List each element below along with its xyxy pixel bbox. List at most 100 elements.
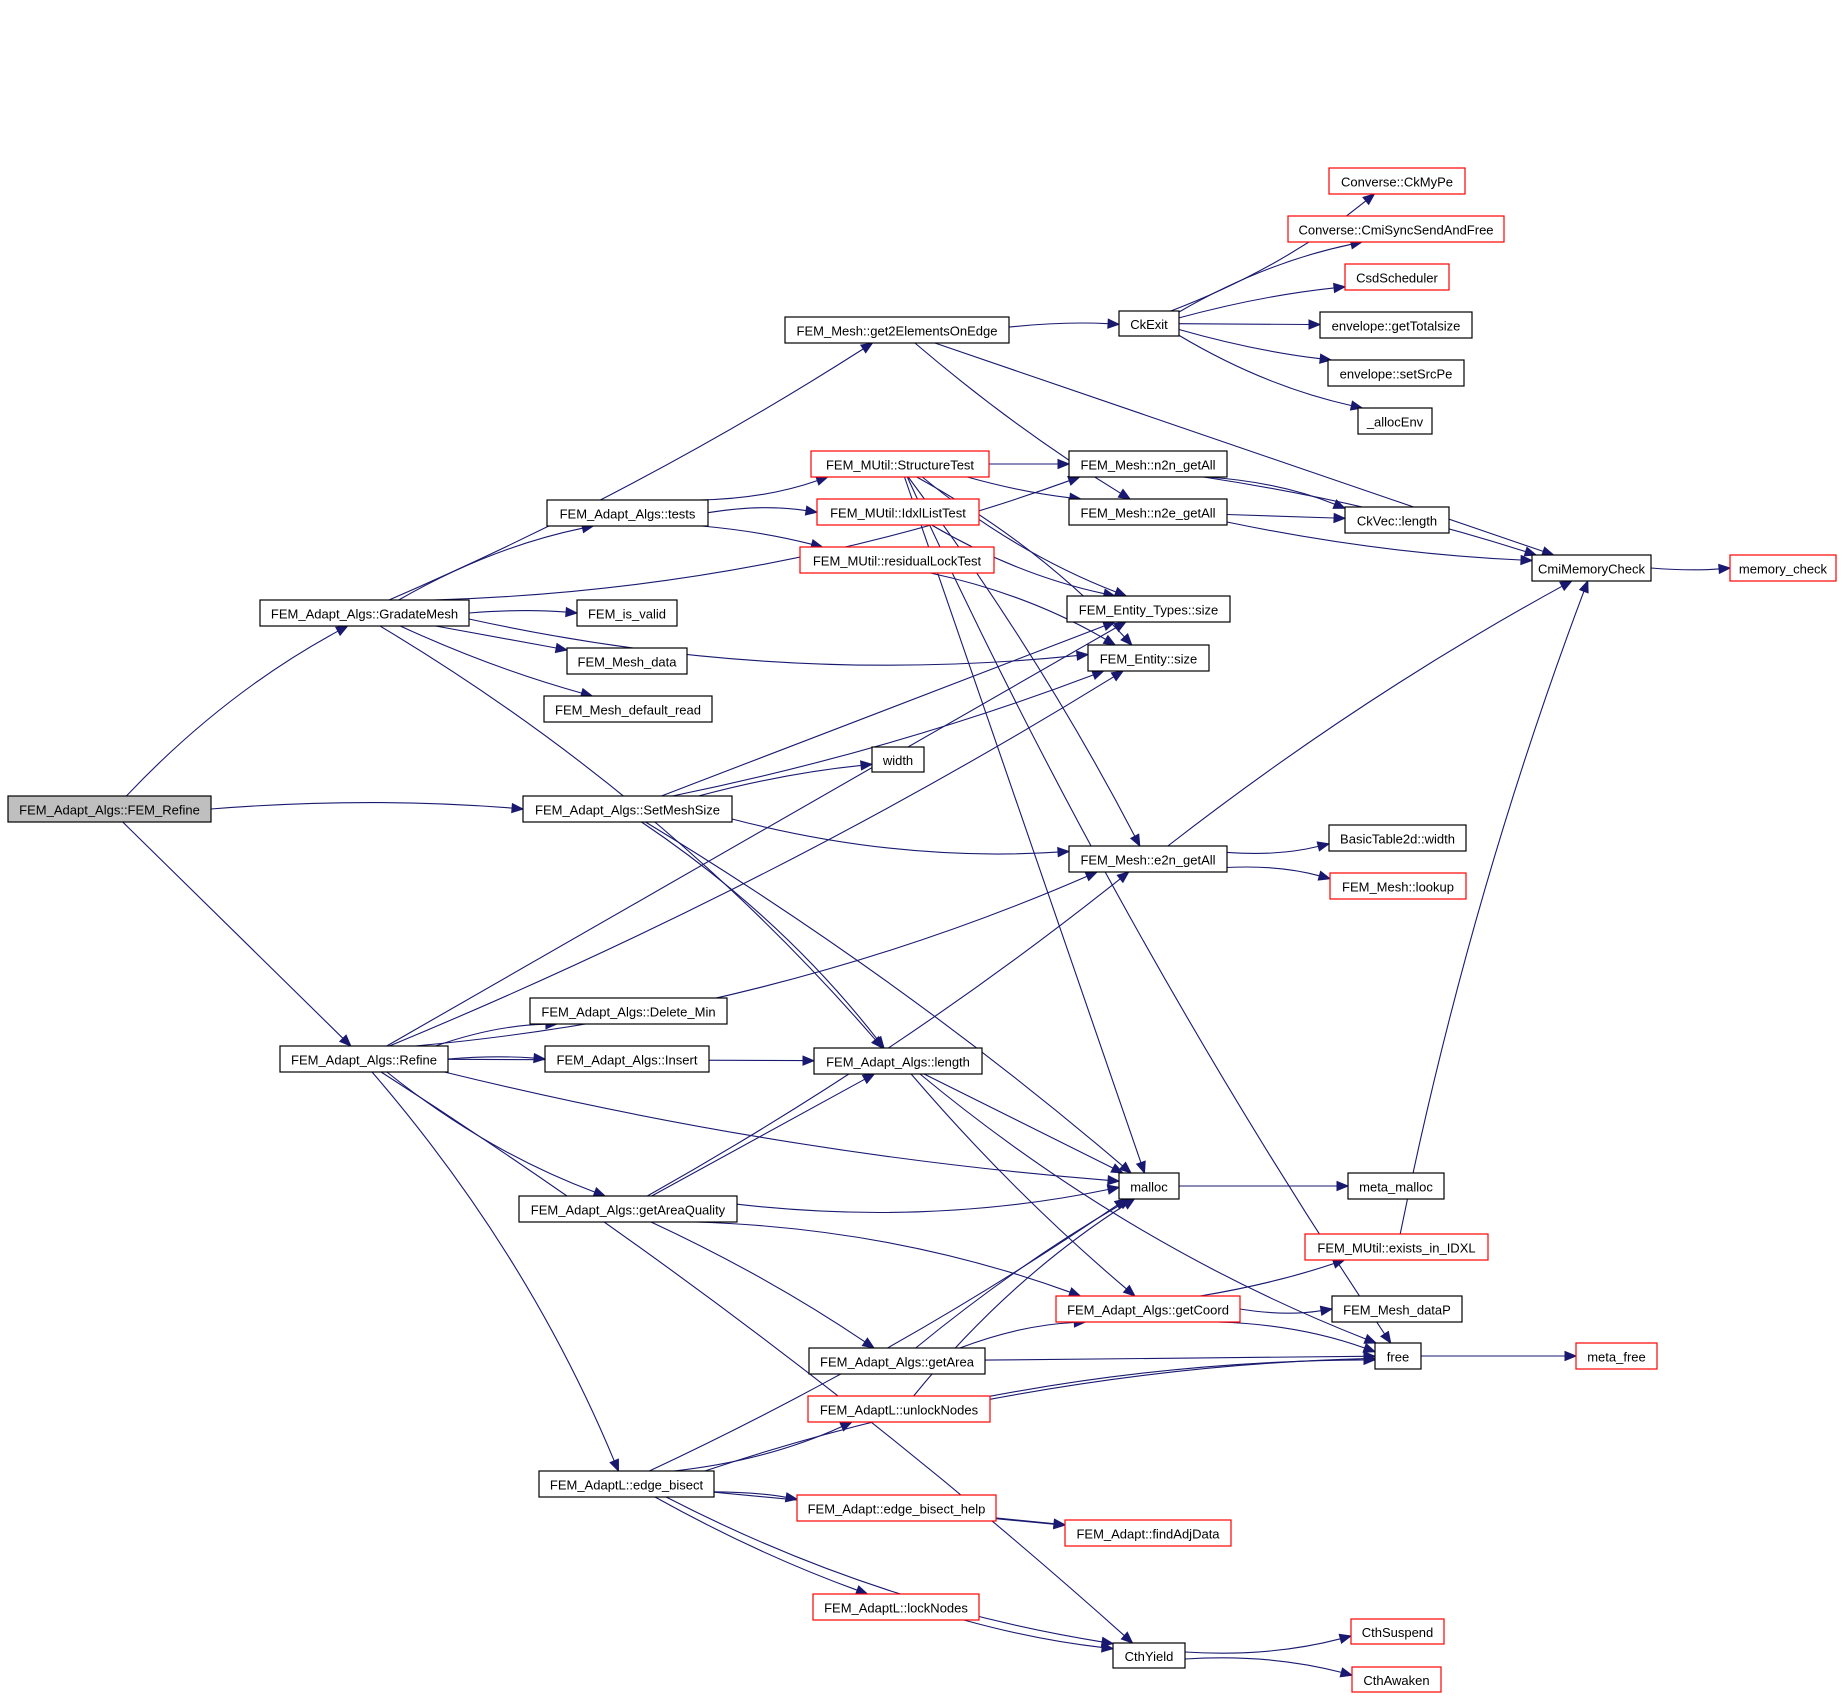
arrowhead-icon	[1113, 621, 1127, 633]
node-meta-free[interactable]: meta_free	[1575, 1342, 1658, 1370]
node-box	[1575, 1342, 1658, 1370]
node-e2n-getall[interactable]: FEM_Mesh::e2n_getAll	[1068, 845, 1228, 873]
node-tests[interactable]: FEM_Adapt_Algs::tests	[546, 499, 709, 527]
node-length[interactable]: FEM_Adapt_Algs::length	[813, 1047, 983, 1075]
edge-line	[1178, 243, 1352, 313]
node-label: CkExit	[1130, 317, 1168, 332]
edge-refine-to-malloc	[444, 1071, 1121, 1186]
node-locknodes[interactable]: FEM_AdaptL::lockNodes	[812, 1593, 980, 1621]
node-setmeshsize[interactable]: FEM_Adapt_Algs::SetMeshSize	[522, 795, 733, 823]
node-label: FEM_MUtil::IdxlListTest	[830, 506, 966, 521]
edge-line	[1167, 585, 1563, 847]
node-findadjdata[interactable]: FEM_Adapt::findAdjData	[1064, 1519, 1232, 1547]
node-basictable-width[interactable]: BasicTable2d::width	[1328, 824, 1467, 852]
edge-refine-to-insert	[447, 1052, 547, 1064]
node-box	[1350, 1618, 1445, 1645]
node-width[interactable]: width	[871, 746, 925, 773]
edge-line	[371, 1071, 615, 1462]
node-getarea[interactable]: FEM_Adapt_Algs::getArea	[808, 1347, 986, 1375]
node-box	[784, 316, 1010, 344]
node-box	[1068, 498, 1228, 526]
arrowhead-icon	[1339, 1667, 1354, 1678]
arrowhead-icon	[1084, 871, 1099, 882]
node-label: CsdScheduler	[1356, 271, 1438, 286]
node-edge-bisect-help[interactable]: FEM_Adapt::edge_bisect_help	[796, 1494, 997, 1522]
node-n2e-getall[interactable]: FEM_Mesh::n2e_getAll	[1068, 498, 1228, 526]
node-box	[1329, 872, 1467, 900]
node-allocenv[interactable]: _allocEnv	[1357, 407, 1433, 435]
edge-line	[386, 1071, 595, 1193]
node-meta-malloc[interactable]: meta_malloc	[1347, 1172, 1445, 1200]
node-box	[812, 1593, 980, 1621]
edge-line	[1205, 476, 1336, 505]
arrowhead-icon	[1121, 1198, 1136, 1210]
node-n2n-getall[interactable]: FEM_Mesh::n2n_getAll	[1068, 450, 1228, 478]
node-memory-check[interactable]: memory_check	[1729, 554, 1837, 582]
arrowhead-icon	[1122, 1284, 1136, 1297]
node-label: FEM_AdaptL::edge_bisect	[550, 1478, 704, 1493]
node-refine[interactable]: FEM_Adapt_Algs::Refine	[279, 1045, 449, 1073]
node-label: FEM_Adapt_Algs::getArea	[820, 1355, 975, 1370]
node-label: envelope::getTotalsize	[1332, 319, 1461, 334]
node-is-valid[interactable]: FEM_is_valid	[576, 599, 678, 627]
edge-structuretest-to-n2e_getall	[967, 476, 1083, 503]
edge-refine-to-e2n_getall	[414, 871, 1099, 1047]
node-mesh-default-read[interactable]: FEM_Mesh_default_read	[543, 695, 713, 723]
node-setsrcpe[interactable]: envelope::setSrcPe	[1327, 359, 1465, 387]
node-label: CthAwaken	[1363, 1673, 1429, 1688]
node-cthawaken[interactable]: CthAwaken	[1351, 1666, 1442, 1693]
node-box	[1068, 845, 1228, 873]
node-box	[543, 695, 713, 723]
arrowhead-icon	[1332, 499, 1347, 509]
node-free[interactable]: free	[1374, 1342, 1422, 1370]
node-label: FEM_MUtil::exists_in_IDXL	[1317, 1241, 1475, 1256]
node-box	[1351, 1666, 1442, 1693]
edge-refine-to-entity_size	[389, 670, 1125, 1047]
edge-line	[731, 818, 1059, 855]
node-gradatemesh[interactable]: FEM_Adapt_Algs::GradateMesh	[259, 599, 470, 627]
edge-line	[380, 1071, 1125, 1637]
edge-line	[1178, 334, 1352, 407]
node-exists-in-idxl[interactable]: FEM_MUtil::exists_in_IDXL	[1304, 1233, 1489, 1261]
edge-line	[468, 610, 567, 614]
node-gettotalsize[interactable]: envelope::getTotalsize	[1319, 311, 1473, 339]
node-mesh-lookup[interactable]: FEM_Mesh::lookup	[1329, 872, 1467, 900]
node-cthsuspend[interactable]: CthSuspend	[1350, 1618, 1445, 1645]
node-cmisync[interactable]: Converse::CmiSyncSendAndFree	[1287, 215, 1505, 243]
arrowhead-icon	[1053, 1518, 1067, 1529]
node-ckexit[interactable]: CkExit	[1118, 310, 1180, 337]
node-unlocknodes[interactable]: FEM_AdaptL::unlockNodes	[807, 1395, 991, 1423]
node-structuretest[interactable]: FEM_MUtil::StructureTest	[810, 450, 990, 478]
node-box	[576, 599, 678, 627]
node-ckmype[interactable]: Converse::CkMyPe	[1328, 167, 1466, 195]
node-csdscheduler[interactable]: CsdScheduler	[1344, 263, 1450, 291]
node-getcoord[interactable]: FEM_Adapt_Algs::getCoord	[1055, 1295, 1241, 1323]
node-label: meta_malloc	[1359, 1180, 1433, 1195]
node-mesh-data[interactable]: FEM_Mesh_data	[566, 647, 688, 675]
node-box	[1066, 595, 1231, 623]
node-ckvec-length[interactable]: CkVec::length	[1344, 506, 1450, 534]
node-insert[interactable]: FEM_Adapt_Algs::Insert	[544, 1045, 710, 1073]
node-malloc[interactable]: malloc	[1118, 1172, 1180, 1200]
edge-tests-to-idxllisttest	[707, 505, 819, 516]
arrowhead-icon	[1718, 563, 1732, 575]
edge-structuretest-to-n2n_getall	[988, 458, 1071, 470]
node-getareaquality[interactable]: FEM_Adapt_Algs::getAreaQuality	[518, 1195, 738, 1223]
arrowhead-icon	[1319, 1305, 1334, 1317]
arrowhead-icon	[511, 802, 525, 814]
node-cmimemorycheck[interactable]: CmiMemoryCheck	[1531, 554, 1652, 582]
node-entity-types-size[interactable]: FEM_Entity_Types::size	[1066, 595, 1231, 623]
edge-setmeshsize-to-malloc	[645, 821, 1132, 1174]
node-idxllisttest[interactable]: FEM_MUtil::IdxlListTest	[816, 498, 980, 526]
node-cthyield[interactable]: CthYield	[1112, 1642, 1186, 1669]
node-mesh-datap[interactable]: FEM_Mesh_dataP	[1331, 1295, 1463, 1323]
edge-line	[963, 1619, 1103, 1648]
node-residuallocktest[interactable]: FEM_MUtil::residualLockTest	[799, 546, 995, 574]
edge-getcoord-to-exists_in_idxl	[1200, 1258, 1346, 1297]
node-entity-size[interactable]: FEM_Entity::size	[1087, 644, 1210, 672]
node-box	[1087, 644, 1210, 672]
arrowhead-icon	[1120, 1631, 1134, 1644]
node-get2elements[interactable]: FEM_Mesh::get2ElementsOnEdge	[784, 316, 1010, 344]
node-edge-bisect[interactable]: FEM_AdaptL::edge_bisect	[538, 1470, 715, 1498]
node-delete-min[interactable]: FEM_Adapt_Algs::Delete_Min	[529, 997, 728, 1025]
